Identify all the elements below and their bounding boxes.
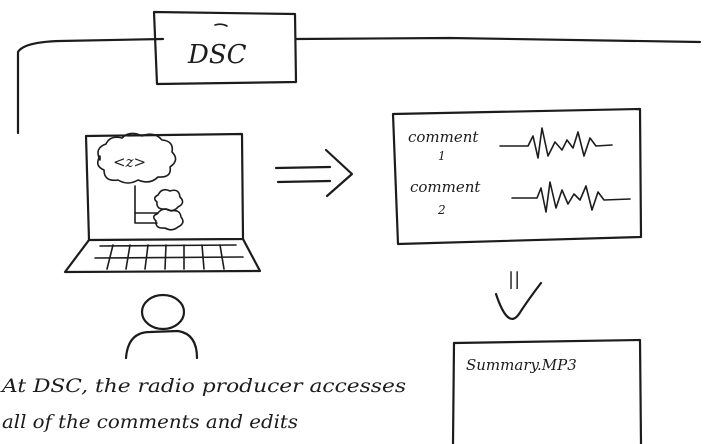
laptop-cloud-label: <z> — [113, 153, 146, 171]
comment-1-number: 1 — [438, 149, 446, 163]
dsc-box: DSC — [152, 10, 298, 86]
laptop-flow-branches — [134, 185, 184, 231]
laptop-screen — [84, 132, 245, 242]
down-arrow: || — [494, 269, 543, 320]
comment-2-number: 2 — [437, 203, 446, 217]
comment-2-word: comment — [410, 178, 481, 196]
laptop-cloud: <z> — [96, 132, 177, 184]
laptop: <z> — [63, 132, 262, 274]
person-figure — [124, 293, 199, 360]
summary-file-label: Summary.MP3 — [466, 356, 577, 374]
caption: At DSC, the radio producer accesses all … — [0, 375, 406, 433]
caption-line-2: all of the comments and edits — [2, 411, 298, 433]
equals-arrow — [274, 148, 354, 198]
caption-line-1: At DSC, the radio producer accesses — [0, 375, 406, 397]
comment-1-word: comment — [408, 128, 479, 146]
comment-2-waveform — [511, 181, 631, 213]
laptop-base — [63, 237, 262, 274]
dsc-connector-line — [16, 36, 702, 135]
down-arrow-marks: || — [508, 269, 520, 290]
comment-row-2: comment 2 — [410, 178, 631, 217]
laptop-keyboard — [94, 244, 244, 270]
comments-box: comment 1 comment 2 — [391, 107, 643, 246]
comment-row-1: comment 1 — [408, 127, 613, 163]
comment-1-waveform — [499, 127, 613, 159]
dsc-label: DSC — [187, 40, 247, 70]
summary-box: Summary.MP3 — [451, 338, 643, 444]
